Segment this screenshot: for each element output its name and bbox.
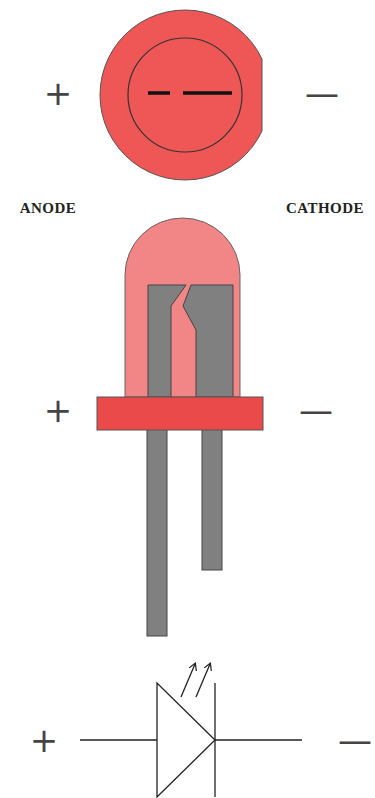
polarity-minus: — xyxy=(305,76,339,110)
polarity-plus: + xyxy=(44,76,73,110)
led-symbol xyxy=(80,664,302,797)
polarity-plus: + xyxy=(30,723,59,757)
led-top-view xyxy=(100,10,262,180)
cathode-label: CATHODE xyxy=(286,201,364,216)
polarity-minus: — xyxy=(299,393,333,427)
polarity-minus: — xyxy=(338,723,372,757)
polarity-plus: + xyxy=(44,393,73,427)
anode-label: ANODE xyxy=(20,201,77,216)
led-side-view xyxy=(97,218,263,636)
